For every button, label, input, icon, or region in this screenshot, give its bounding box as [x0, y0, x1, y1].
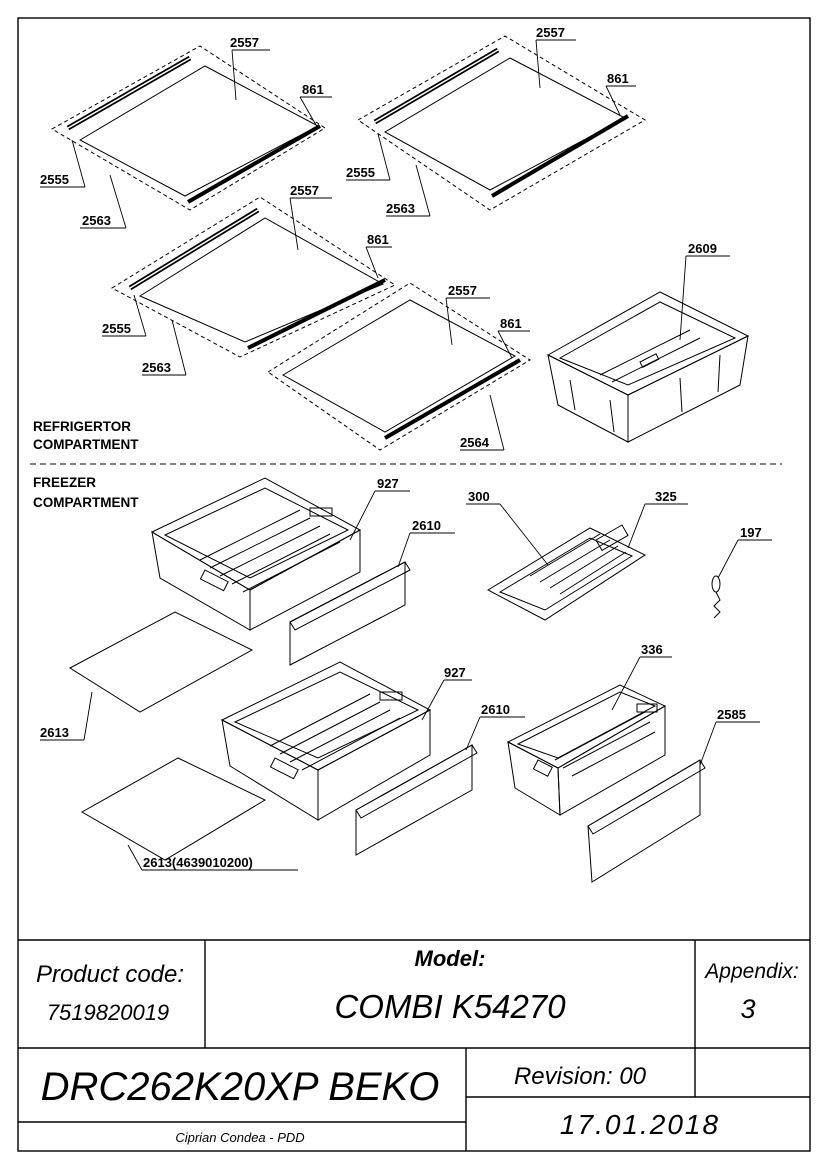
freezer-drawer-3: [506, 684, 667, 816]
product-code-value: 7519820019: [47, 1000, 169, 1025]
label-300: 300: [468, 489, 490, 504]
drawer-3-leaders: [611, 656, 760, 766]
label-2557-b: 2557: [536, 25, 565, 40]
model-label: Model:: [415, 946, 486, 971]
label-2557-d: 2557: [448, 283, 477, 298]
label-336: 336: [641, 642, 663, 657]
label-2563-c: 2563: [142, 360, 171, 375]
drawer-cover-1: [69, 611, 254, 713]
drawer-1-leaders: [349, 490, 455, 568]
freezer-drawer-3-front: [587, 759, 706, 883]
freezer-drawer-2-front: [355, 744, 478, 856]
drawer-2-leaders: [421, 679, 525, 751]
freezer-drawer-2: [220, 661, 432, 821]
sheet-border: [17, 17, 811, 1152]
scraper-leader: [717, 539, 772, 579]
section-refrigerator-line2: COMPARTMENT: [33, 437, 139, 452]
label-2555-b: 2555: [346, 165, 375, 180]
label-2563-a: 2563: [82, 213, 111, 228]
shelf-assembly-2: [357, 35, 646, 211]
ice-scraper: [711, 575, 721, 619]
section-freezer-line1: FREEZER: [33, 475, 96, 490]
label-861-d: 861: [500, 316, 522, 331]
label-861-b: 861: [607, 71, 629, 86]
label-2557-a: 2557: [230, 35, 259, 50]
shelf-2-leaders: [346, 39, 636, 217]
label-2613-4639010200: 2613(4639010200): [143, 855, 253, 870]
label-2610-b: 2610: [481, 702, 510, 717]
revision: Revision: 00: [514, 1063, 647, 1090]
freezer-drawer-1-front: [289, 561, 411, 666]
crisper-leader: [679, 255, 730, 341]
label-325: 325: [655, 489, 677, 504]
label-2563-b: 2563: [386, 201, 415, 216]
shelf-assembly-3: [110, 196, 397, 358]
section-refrigerator-line1: REFRIGERTOR: [33, 419, 131, 434]
section-freezer-line2: COMPARTMENT: [33, 495, 139, 510]
product-code-label: Product code:: [36, 961, 184, 988]
label-927-b: 927: [444, 665, 466, 680]
label-2564: 2564: [460, 435, 490, 450]
author: Ciprian Condea - PDD: [175, 1130, 304, 1145]
label-2613: 2613: [40, 725, 69, 740]
shelf-4-leaders: [445, 297, 530, 451]
title-block-lines: [18, 939, 810, 1151]
shelf-assembly-1: [50, 45, 326, 211]
label-2610-a: 2610: [412, 518, 441, 533]
shelf-1-leaders: [40, 49, 332, 229]
label-2555-a: 2555: [40, 172, 69, 187]
shelf-3-leaders: [102, 197, 392, 376]
cover-1-leader: [40, 691, 93, 741]
ice-leaders: [466, 503, 688, 566]
cover-2-leader: [127, 844, 298, 871]
label-2557-c: 2557: [290, 183, 319, 198]
product-name: DRC262K20XP BEKO: [41, 1065, 440, 1109]
appendix-value: 3: [740, 994, 755, 1024]
appendix-label: Appendix:: [703, 960, 798, 983]
label-2609: 2609: [688, 241, 717, 256]
label-197: 197: [740, 525, 762, 540]
ice-tray-assembly: [486, 524, 647, 621]
label-2585: 2585: [717, 707, 746, 722]
label-861-c: 861: [367, 232, 389, 247]
label-927-a: 927: [377, 476, 399, 491]
drawer-cover-2: [80, 757, 267, 861]
label-861-a: 861: [302, 82, 324, 97]
model-value: COMBI K54270: [334, 988, 566, 1025]
revision-date: 17.01.2018: [560, 1109, 720, 1140]
crisper-drawer: [546, 291, 750, 443]
freezer-drawer-1: [150, 477, 362, 631]
label-2555-c: 2555: [102, 321, 131, 336]
shelf-assembly-4: [267, 282, 531, 451]
